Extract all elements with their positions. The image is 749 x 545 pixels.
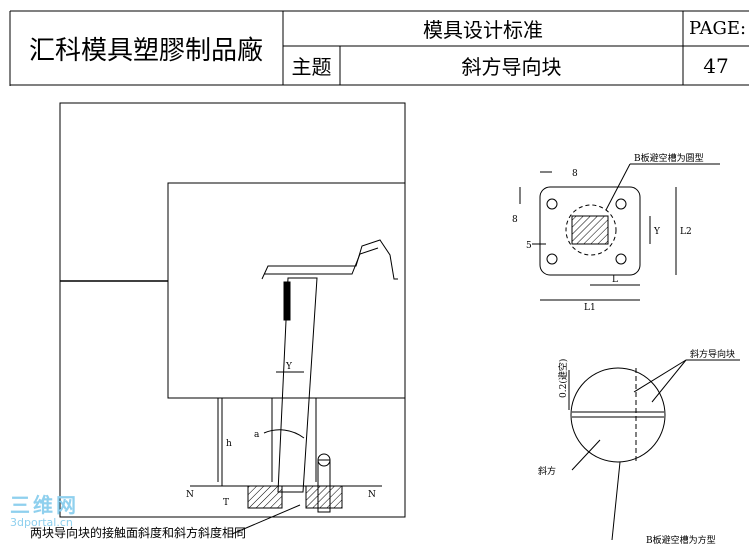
plan-label-l: L [612, 275, 618, 285]
leader-block-2 [651, 359, 687, 403]
core-insert [167, 182, 406, 399]
company-name: 汇科模具塑膠制品廠 [28, 35, 263, 66]
watermark-logo: 三维网 3dportal.cn [10, 494, 79, 529]
label-a: a [254, 430, 260, 440]
detail-label-clearance: 0.2(避空) [557, 359, 569, 398]
plan-label-l2: L2 [680, 227, 692, 237]
clearance-circle [565, 204, 617, 256]
slider-hook [283, 281, 291, 321]
plan-label-l1: L1 [584, 303, 596, 313]
note-leader [231, 504, 301, 535]
slider [277, 277, 318, 493]
leader-bottom [611, 461, 621, 541]
page-number: 47 [703, 53, 729, 78]
detail-label-bottom: B板避空槽为方型 [646, 534, 716, 545]
plan-label-left: 8 [512, 215, 518, 225]
label-t: T [223, 498, 229, 508]
screw-hole-bl [546, 253, 558, 265]
detail-label-guide-block: 斜方导向块 [690, 348, 735, 360]
title-block-frame [9, 10, 749, 86]
label-n-right: N [368, 490, 376, 500]
callout-leader [605, 163, 631, 211]
plan-label-y: Y [653, 227, 661, 237]
plan-label-side: 5 [526, 241, 532, 251]
label-h: h [226, 439, 232, 449]
guide-block-plate [539, 186, 641, 276]
product-profile [261, 239, 398, 280]
subject-label: 主题 [291, 55, 332, 79]
slider-section [571, 215, 609, 245]
detail-label-slider: 斜方 [538, 465, 556, 477]
detail-circle [570, 367, 666, 463]
label-n-left: N [186, 490, 194, 500]
plan-label-top: 8 [572, 169, 578, 179]
screw-hole-tl [546, 198, 558, 210]
screw-hole-br [615, 253, 627, 265]
subject-title: 斜方导向块 [461, 55, 562, 79]
section-note: 两块导向块的接触面斜度和斜方斜度相同 [30, 526, 247, 540]
angle-arc [263, 429, 305, 439]
plan-callout: B板避空槽为圆型 [634, 152, 704, 164]
label-y: Y [285, 362, 293, 372]
page-label: PAGE: [689, 18, 747, 39]
leader-slider [571, 439, 601, 471]
screw-hole-tr [615, 198, 627, 210]
leader-block-1 [633, 359, 687, 393]
watermark-sub: 3dportal.cn [10, 516, 73, 529]
watermark-main: 三维网 [10, 493, 79, 517]
guide-rails [217, 398, 317, 482]
standard-title: 模具设计标准 [423, 18, 543, 42]
mold-plate-outline [59, 102, 406, 518]
product-inner [264, 247, 379, 275]
guide-pin-head [317, 453, 331, 467]
title-block: 汇科模具塑膠制品廠 模具设计标准 主题 斜方导向块 PAGE: 47 [0, 0, 749, 86]
